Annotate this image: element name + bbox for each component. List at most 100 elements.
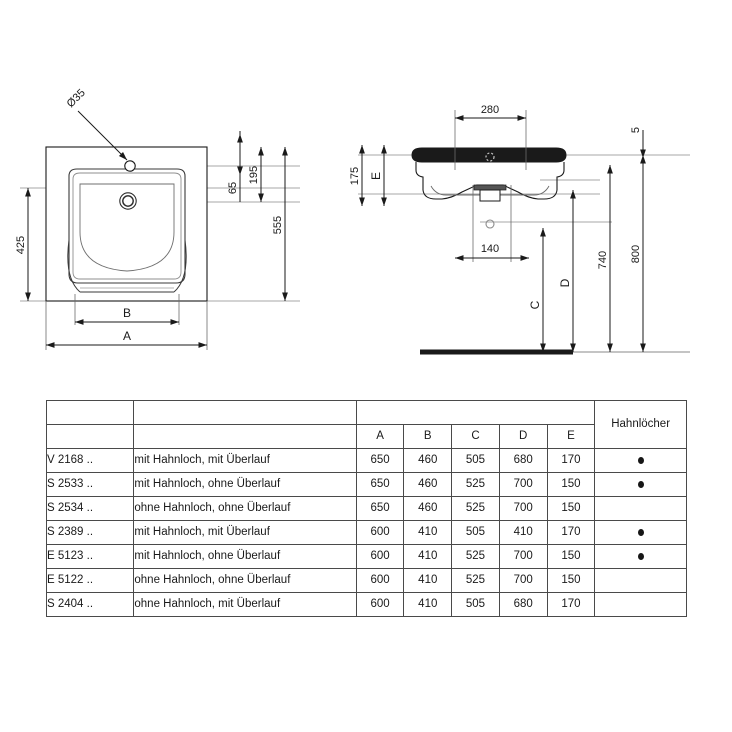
side-view-group: 280 140 175 E 5 [349, 104, 690, 355]
cell-description: mit Hahnloch, ohne Überlauf [133, 472, 357, 497]
header-dim-d: D [498, 424, 548, 449]
cell-dim-c: 525 [451, 496, 500, 521]
header-dims-span [355, 400, 596, 425]
cell-model: S 2404 .. [45, 592, 135, 617]
cell-hahnloch-indicator [594, 592, 687, 617]
cell-dim-b: 460 [403, 472, 453, 497]
header-dim-b: B [403, 424, 453, 449]
hahnloch-dot-icon [637, 480, 644, 488]
cell-dim-c: 505 [451, 520, 500, 545]
header-hahnloecher: Hahnlöcher [594, 400, 687, 449]
tap-hole-marker-side [485, 152, 495, 162]
cell-dim-d: 700 [498, 544, 548, 569]
cell-hahnloch-indicator [594, 520, 687, 545]
overflow-inner-circle [122, 195, 134, 207]
basin-apron-right [173, 239, 187, 293]
cell-description: ohne Hahnloch, mit Überlauf [133, 592, 357, 617]
cell-dim-b: 410 [403, 544, 453, 569]
header-model-blank-2 [45, 424, 135, 449]
table-header-row-top: Hahnlöcher [45, 400, 687, 449]
cell-dim-d: 680 [498, 592, 548, 617]
waste-body [479, 189, 501, 202]
dim-e-label: E [369, 172, 383, 180]
dim-65-label: 65 [227, 182, 239, 194]
basin-rim-inner [72, 172, 182, 280]
header-desc-blank [133, 400, 357, 425]
cell-dim-a: 600 [355, 568, 405, 593]
dim-800-label: 800 [630, 245, 642, 263]
side-extension-lines [358, 154, 690, 223]
table-header-row-dims: A B C D E [45, 424, 687, 449]
header-dim-a: A [355, 424, 405, 449]
cell-dim-e: 170 [546, 592, 596, 617]
cell-dim-c: 525 [451, 568, 500, 593]
dim-280-label: 280 [481, 104, 499, 116]
header-dim-e: E [546, 424, 596, 449]
cell-dim-e: 170 [546, 520, 596, 545]
tap-hole-circle [124, 160, 136, 172]
basin-apron-left [67, 239, 81, 293]
cell-hahnloch-indicator [594, 496, 687, 521]
cell-hahnloch-indicator [594, 568, 687, 593]
dim-175-label: 175 [349, 167, 361, 185]
cell-dim-c: 525 [451, 544, 500, 569]
cell-dim-b: 460 [403, 448, 453, 473]
drawings-area: Ø35 425 65 195 555 [15, 87, 690, 355]
cell-model: S 2389 .. [45, 520, 135, 545]
cell-dim-b: 410 [403, 568, 453, 593]
dim-a-label: A [123, 329, 131, 343]
dim-140-extension [472, 185, 512, 262]
cell-dim-c: 505 [451, 592, 500, 617]
dim-a-extension [45, 301, 208, 350]
cell-dim-a: 650 [355, 472, 405, 497]
cell-dim-a: 600 [355, 520, 405, 545]
drawing-svg: Ø35 425 65 195 555 [15, 87, 690, 355]
cell-dim-e: 150 [546, 568, 596, 593]
diameter-leader-line [77, 110, 128, 161]
dim-5-label: 5 [630, 127, 642, 133]
dim-195-label: 195 [248, 166, 260, 184]
front-view-group: Ø35 425 65 195 555 [15, 87, 300, 350]
cell-dim-a: 600 [355, 592, 405, 617]
cell-dim-d: 700 [498, 472, 548, 497]
cell-dim-a: 650 [355, 496, 405, 521]
cell-dim-b: 460 [403, 496, 453, 521]
cell-dim-b: 410 [403, 520, 453, 545]
specification-table-wrapper: Hahnlöcher A B C D E V 2168 ..mit Hahnlo… [45, 400, 687, 617]
header-dim-c: C [451, 424, 500, 449]
cell-dim-c: 505 [451, 448, 500, 473]
basin-top-rim-side [411, 147, 567, 163]
cell-description: mit Hahnloch, mit Überlauf [133, 520, 357, 545]
cell-model: V 2168 .. [45, 448, 135, 473]
cell-description: mit Hahnloch, mit Überlauf [133, 448, 357, 473]
cell-model: S 2533 .. [45, 472, 135, 497]
cell-dim-a: 600 [355, 544, 405, 569]
header-model-blank [45, 400, 135, 425]
basin-well-contour [79, 183, 175, 272]
hahnloch-dot-icon [637, 528, 644, 536]
cell-description: ohne Hahnloch, ohne Überlauf [133, 496, 357, 521]
dim-425-label: 425 [15, 236, 27, 254]
cell-dim-a: 650 [355, 448, 405, 473]
cell-dim-d: 700 [498, 496, 548, 521]
cell-model: S 2534 .. [45, 496, 135, 521]
dim-555-label: 555 [272, 216, 284, 234]
dim-c-label: C [528, 300, 542, 309]
dim-740-label: 740 [597, 251, 609, 269]
hahnloch-dot-icon [637, 552, 644, 560]
cell-dim-e: 150 [546, 472, 596, 497]
waste-plate [473, 184, 507, 191]
cell-model: E 5122 .. [45, 568, 135, 593]
cell-description: ohne Hahnloch, ohne Überlauf [133, 568, 357, 593]
cell-dim-c: 525 [451, 472, 500, 497]
cell-hahnloch-indicator [594, 544, 687, 569]
header-desc-blank-2 [133, 424, 357, 449]
cell-dim-d: 700 [498, 568, 548, 593]
hahnloch-dot-icon [637, 456, 644, 464]
